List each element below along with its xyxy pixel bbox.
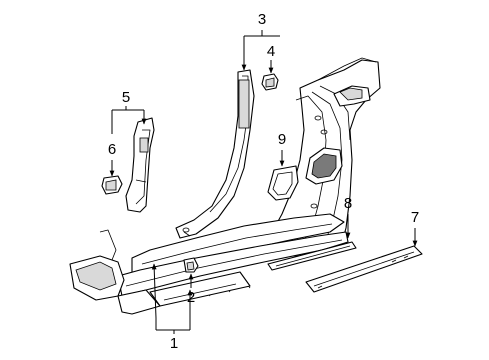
callout-1-leader (155, 318, 191, 334)
sill-scuff-plate-7 (305, 245, 423, 293)
callout-5: 5 (122, 89, 130, 106)
b-pillar-trim (175, 69, 255, 239)
callout-2: 2 (187, 289, 195, 306)
front-pillar-lower-trim (125, 117, 155, 213)
quarter-trim-panel-9 (267, 165, 299, 201)
retainer-clip-6 (101, 175, 123, 195)
body-shell-outline (269, 57, 381, 259)
callout-4: 4 (267, 43, 275, 60)
rocker-sill-panel (69, 213, 349, 315)
callout-5-leader (111, 106, 144, 134)
callout-1: 1 (170, 335, 178, 352)
callout-3-leader (244, 30, 280, 37)
callout-7: 7 (411, 209, 419, 226)
callout-3: 3 (258, 11, 266, 28)
rocker-moulding-8 (267, 241, 357, 271)
callout-6: 6 (108, 141, 116, 158)
callout-9: 9 (278, 131, 286, 148)
callout-8: 8 (344, 195, 352, 212)
retainer-clip-4 (261, 73, 279, 91)
callout-1-arrow-a (151, 263, 157, 319)
